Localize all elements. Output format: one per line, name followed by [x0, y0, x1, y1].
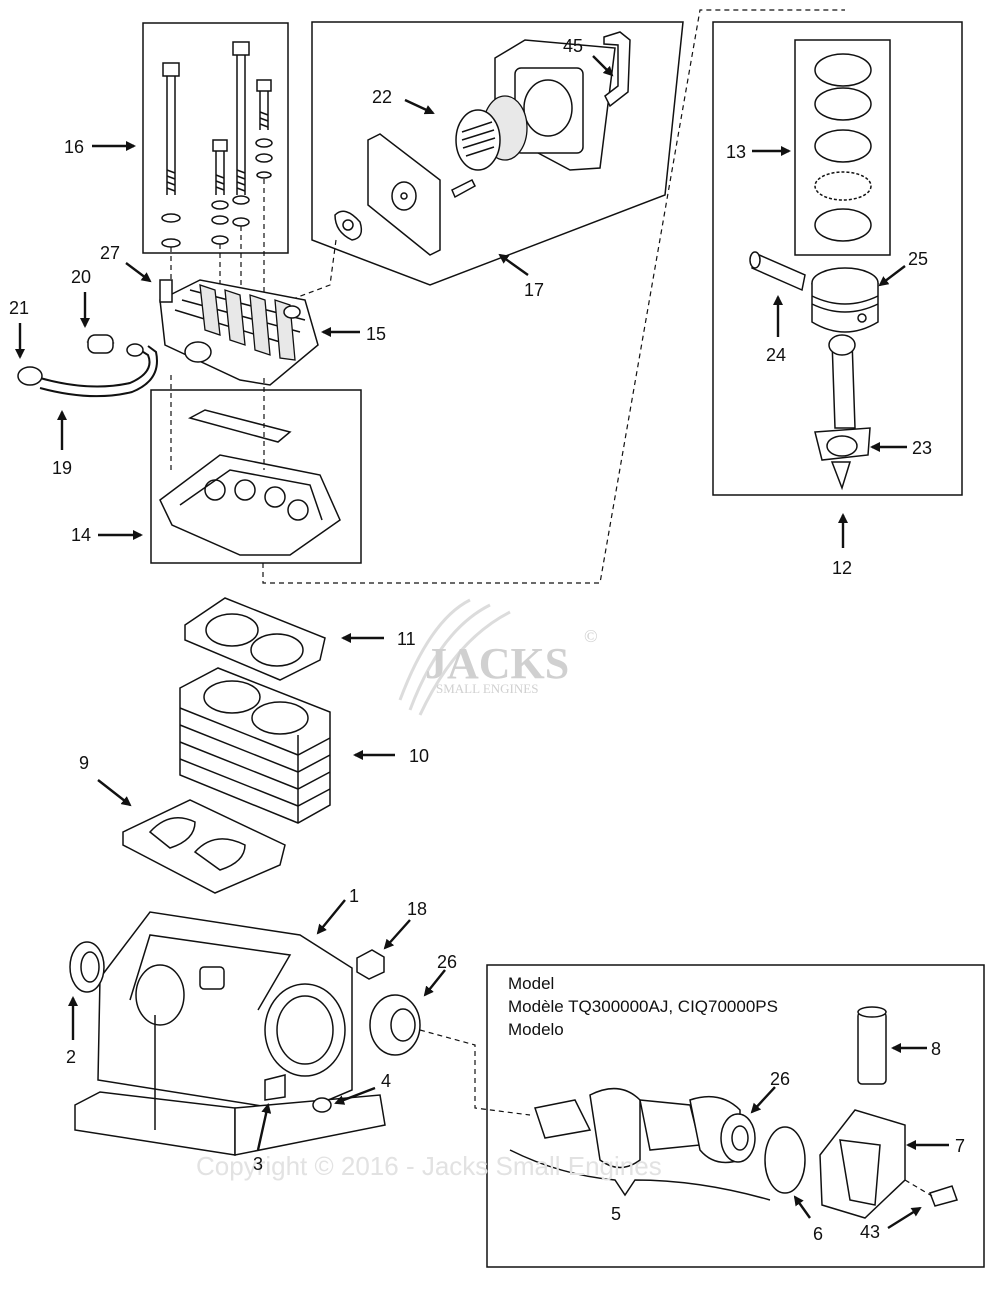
- callout-arrows: [15, 55, 949, 1230]
- piston-rings-box: [794, 39, 891, 256]
- callout-25: 25: [908, 249, 928, 269]
- model-box: [486, 964, 985, 1268]
- callout-8: 8: [931, 1039, 941, 1059]
- callout-24: 24: [766, 345, 786, 365]
- callout-18: 18: [407, 899, 427, 919]
- head-bolts-group: [142, 22, 289, 300]
- callout-labels: 16 22 45 17 13 25 24 23 12 27 20 21 19 1…: [9, 36, 965, 1244]
- watermark-logo: JACKS © SMALL ENGINES: [398, 598, 598, 716]
- callout-9: 9: [79, 753, 89, 773]
- discharge-tube: [17, 334, 158, 398]
- callout-1: 1: [349, 886, 359, 906]
- callout-23: 23: [912, 438, 932, 458]
- callout-16: 16: [64, 137, 84, 157]
- air-filter-group: [289, 21, 684, 301]
- cylinder-block: [179, 667, 331, 824]
- callout-4: 4: [381, 1071, 391, 1091]
- head-bolts-box: [142, 22, 289, 254]
- callout-10: 10: [409, 746, 429, 766]
- valve-plate-group: [150, 375, 362, 564]
- base-gasket: [122, 799, 286, 894]
- callout-13: 13: [726, 142, 746, 162]
- callout-27: 27: [100, 243, 120, 263]
- bracket-27: [159, 279, 173, 303]
- callout-43: 43: [860, 1222, 880, 1242]
- callout-14: 14: [71, 525, 91, 545]
- callout-3: 3: [253, 1154, 263, 1174]
- assembly-dash-link: [262, 9, 845, 584]
- callout-7: 7: [955, 1136, 965, 1156]
- callout-26-crankshaft: 26: [770, 1069, 790, 1089]
- callout-2: 2: [66, 1047, 76, 1067]
- drain-plug: [264, 1074, 286, 1101]
- callout-22: 22: [372, 87, 392, 107]
- callout-19: 19: [52, 458, 72, 478]
- callout-5: 5: [611, 1204, 621, 1224]
- copyright-watermark: Copyright © 2016 - Jacks Small Engines: [196, 1151, 662, 1181]
- callout-11: 11: [397, 629, 416, 649]
- model-label-es: Modelo: [508, 1020, 564, 1039]
- callout-21: 21: [9, 298, 29, 318]
- callout-12: 12: [832, 558, 852, 578]
- watermark-sub: SMALL ENGINES: [436, 681, 538, 696]
- crankshaft-model-box-group: Model Modèle TQ300000AJ, CIQ70000PS Mode…: [486, 964, 985, 1268]
- watermark-copyright-mark: ©: [584, 626, 598, 646]
- piston-group: [712, 21, 963, 496]
- oil-seal-2: [69, 941, 105, 993]
- callout-26-crankcase: 26: [437, 952, 457, 972]
- callout-20: 20: [71, 267, 91, 287]
- breather-18: [356, 949, 385, 980]
- air-filter-box: [311, 21, 684, 286]
- callout-45: 45: [563, 36, 583, 56]
- model-label-fr: Modèle TQ300000AJ, CIQ70000PS: [508, 997, 778, 1016]
- cylinder-head: [159, 279, 319, 386]
- bearing-26: [369, 994, 531, 1116]
- model-label-en: Model: [508, 974, 554, 993]
- head-gasket: [184, 597, 326, 681]
- callout-17: 17: [524, 280, 544, 300]
- watermark-brand: JACKS: [425, 639, 569, 688]
- valve-plate-box: [150, 389, 362, 564]
- callout-15: 15: [366, 324, 386, 344]
- piston-box: [712, 21, 963, 496]
- crankcase: [74, 911, 386, 1156]
- callout-6: 6: [813, 1224, 823, 1244]
